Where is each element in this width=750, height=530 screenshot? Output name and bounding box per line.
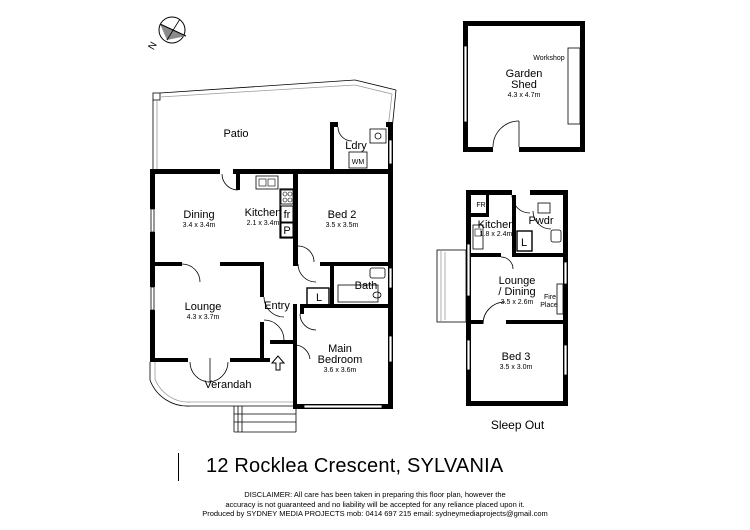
verandah-label: Verandah [204,379,251,391]
entry-label: Entry [264,300,290,312]
disclaimer-line-2: accuracy is not guaranteed and no liabil… [225,499,525,509]
bed3-label: Bed 3 [502,351,531,363]
address-title: 12 Rocklea Crescent, SYLVANIA [206,455,504,477]
address-title-block: 12 Rocklea Crescent, SYLVANIA [178,453,539,481]
lounge-dims: 4.3 x 3.7m [187,314,220,321]
sleep-out-kitchen-label: Kitchen [478,219,515,231]
garden-shed-label-2: Shed [511,79,537,91]
sleep-out-lounge-dims: 3.5 x 2.6m [501,299,534,306]
main-bedroom-dims: 3.6 x 3.6m [324,367,357,374]
kitchen-dims: 2.1 x 3.4m [247,220,280,227]
lounge-label: Lounge [185,301,222,313]
washing-machine-label: WM [352,159,365,166]
linen-label: L [316,292,322,304]
sleep-out-lounge-label-2: / Dining [498,286,535,298]
verandah-outline [149,362,297,433]
dining-label: Dining [183,209,214,221]
main-house-doors [181,126,353,383]
patio-label: Patio [223,128,248,140]
main-house-walls [150,122,393,409]
dining-dims: 3.4 x 3.4m [183,222,216,229]
kitchen-label: Kitchen [245,207,282,219]
sleep-out-kitchen-dims: 1.8 x 2.4m [480,231,513,238]
fr-label: FR [476,202,485,209]
bath-label: Bath [355,280,378,292]
compass-icon: N [147,16,187,52]
disclaimer-line-1: DISCLAIMER: All care has been taken in p… [244,490,506,499]
sleep-out-lounge-label-1: Lounge [499,275,536,287]
main-bedroom-label-2: Bedroom [318,354,363,366]
pwdr-linen-label: L [521,237,527,249]
laundry-fixtures [348,128,393,169]
entry-arrow-icon [270,355,286,371]
disclaimer-line-3: Produced by SYDNEY MEDIA PROJECTS mob: 0… [202,509,548,518]
fridge-label: fr [284,209,291,221]
pwdr-label: Pwdr [528,215,553,227]
pantry-label: P [283,225,290,237]
laundry-label: Ldry [345,140,367,152]
garden-shed-label-1: Garden [506,68,543,80]
disclaimer: DISCLAIMER: All care has been taken in p… [0,490,750,519]
north-label: N [147,40,160,52]
garden-shed-walls [463,21,585,152]
sleep-out-caption: Sleep Out [490,418,545,432]
kitchen-fixtures [255,175,295,239]
fireplace-label-1: Fire [544,294,556,301]
sleep-out-walls [436,190,568,406]
bed3-dims: 3.5 x 3.0m [500,364,533,371]
bed2-dims: 3.5 x 3.5m [326,222,359,229]
bed2-label: Bed 2 [328,209,357,221]
workshop-label: Workshop [533,55,564,62]
fireplace-label-2: Place [540,302,558,309]
garden-shed-dims: 4.3 x 4.7m [508,92,541,99]
main-bedroom-label-1: Main [328,343,352,355]
